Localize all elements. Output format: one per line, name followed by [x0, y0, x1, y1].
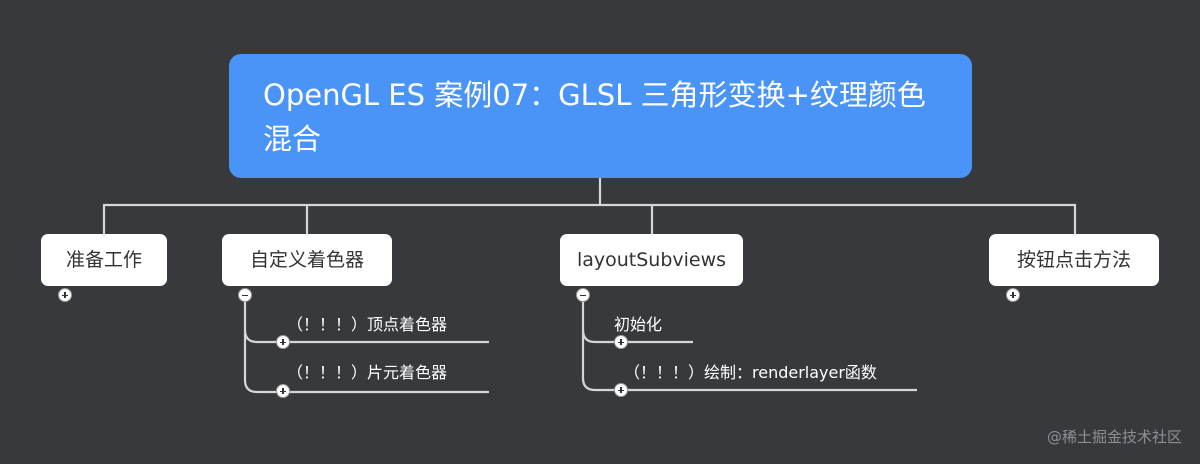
- child-line-draw: [581, 330, 917, 392]
- leaf-fragment-shader[interactable]: （！！！）片元着色器: [287, 362, 447, 384]
- watermark: @稀土掘金技术社区: [1046, 428, 1182, 446]
- leaf-fragment-shader-label: （！！！）片元着色器: [287, 363, 448, 382]
- leaf-initialize-label: 初始化: [614, 315, 663, 334]
- root-topic-title: OpenGL ES 案例07：GLSL 三角形变换+纹理颜色混合: [263, 78, 926, 156]
- branch-button-click[interactable]: 按钮点击方法: [989, 234, 1159, 286]
- expand-plus-icon[interactable]: [276, 335, 290, 349]
- branch-custom-shader[interactable]: 自定义着色器: [222, 234, 392, 286]
- child-line-fragment: [243, 330, 489, 394]
- expand-plus-icon[interactable]: [1006, 288, 1020, 302]
- expand-plus-icon[interactable]: [614, 383, 628, 397]
- branch-layout-subviews[interactable]: layoutSubviews: [560, 234, 743, 286]
- expand-plus-icon[interactable]: [614, 335, 628, 349]
- collapse-minus-icon[interactable]: [238, 288, 252, 302]
- leaf-vertex-shader-label: （！！！）顶点着色器: [287, 315, 448, 334]
- leaf-render-layer[interactable]: （！！！）绘制：renderlayer函数: [624, 362, 877, 384]
- leaf-render-layer-label: （！！！）绘制：renderlayer函数: [624, 363, 877, 382]
- root-topic[interactable]: OpenGL ES 案例07：GLSL 三角形变换+纹理颜色混合: [229, 54, 972, 178]
- collapse-minus-icon[interactable]: [576, 288, 590, 302]
- branch-layout-subviews-label: layoutSubviews: [576, 249, 727, 271]
- branch-prepare-work[interactable]: 准备工作: [41, 234, 167, 286]
- leaf-vertex-shader[interactable]: （！！！）顶点着色器: [287, 314, 447, 336]
- branch-prepare-work-label: 准备工作: [65, 249, 142, 271]
- expand-plus-icon[interactable]: [58, 288, 72, 302]
- leaf-initialize[interactable]: 初始化: [614, 314, 662, 336]
- expand-plus-icon[interactable]: [276, 384, 290, 398]
- branch-button-click-label: 按钮点击方法: [1016, 249, 1131, 271]
- branch-bus-line: [102, 203, 1077, 234]
- branch-custom-shader-label: 自定义着色器: [249, 249, 364, 271]
